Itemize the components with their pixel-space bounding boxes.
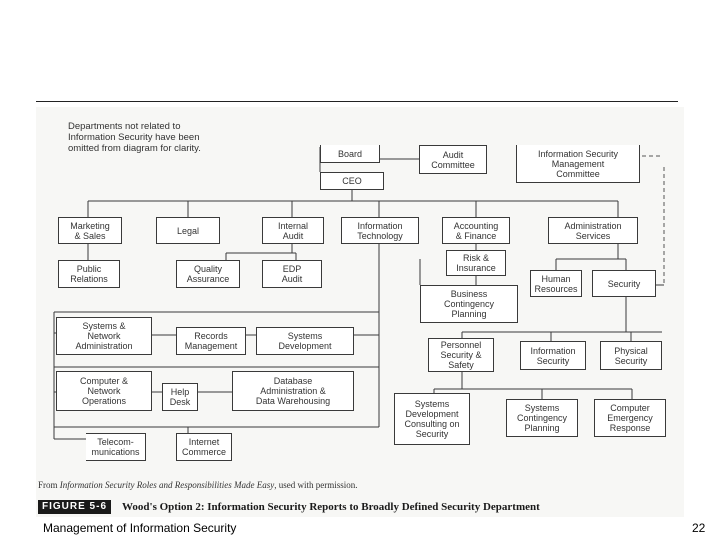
accounting-finance-box: Accounting & Finance: [442, 217, 510, 244]
figure-label: FIGURE 5-6: [38, 500, 112, 514]
help-desk-box: Help Desk: [162, 383, 198, 411]
physical-security-box: Physical Security: [600, 341, 662, 370]
administration-services-box: Administration Services: [548, 217, 638, 244]
diagram-note: Departments not related to Information S…: [68, 121, 201, 154]
computer-network-operations-box: Computer & Network Operations: [56, 371, 152, 411]
systems-network-administration-box: Systems & Network Administration: [56, 317, 152, 355]
board-box: Board: [320, 145, 380, 163]
systems-dev-consulting-security-box: Systems Development Consulting on Securi…: [394, 393, 470, 445]
records-management-box: Records Management: [176, 327, 246, 355]
footer-title: Management of Information Security: [43, 521, 237, 535]
audit-committee-box: Audit Committee: [419, 145, 487, 174]
security-box: Security: [592, 270, 656, 297]
information-security-box: Information Security: [520, 341, 586, 370]
header-rule: [36, 101, 678, 102]
legal-box: Legal: [156, 217, 220, 244]
telecommunications-box: Telecom- munications: [86, 433, 146, 461]
business-contingency-planning-box: Business Contingency Planning: [420, 285, 518, 323]
internet-commerce-box: Internet Commerce: [176, 433, 232, 461]
internal-audit-box: Internal Audit: [262, 217, 324, 244]
public-relations-box: Public Relations: [58, 260, 120, 288]
marketing-sales-box: Marketing & Sales: [58, 217, 122, 244]
ceo-box: CEO: [320, 172, 384, 190]
risk-insurance-box: Risk & Insurance: [446, 250, 506, 276]
org-chart-figure: Departments not related to Information S…: [36, 107, 684, 517]
infosec-management-committee-box: Information Security Management Committe…: [516, 145, 640, 183]
figure-caption: FIGURE 5-6 Wood's Option 2: Information …: [36, 498, 684, 517]
page-number: 22: [692, 521, 706, 535]
personnel-security-safety-box: Personnel Security & Safety: [428, 338, 494, 372]
human-resources-box: Human Resources: [530, 270, 582, 297]
edp-audit-box: EDP Audit: [262, 260, 322, 288]
figure-title: Wood's Option 2: Information Security Re…: [122, 501, 540, 513]
systems-contingency-planning-box: Systems Contingency Planning: [506, 399, 578, 437]
database-admin-warehousing-box: Database Administration & Data Warehousi…: [232, 371, 354, 411]
quality-assurance-box: Quality Assurance: [176, 260, 240, 288]
computer-emergency-response-box: Computer Emergency Response: [594, 399, 666, 437]
connector-lines: [53, 147, 665, 440]
systems-development-box: Systems Development: [256, 327, 354, 355]
source-credit: From Information Security Roles and Resp…: [38, 480, 358, 490]
information-technology-box: Information Technology: [341, 217, 419, 244]
